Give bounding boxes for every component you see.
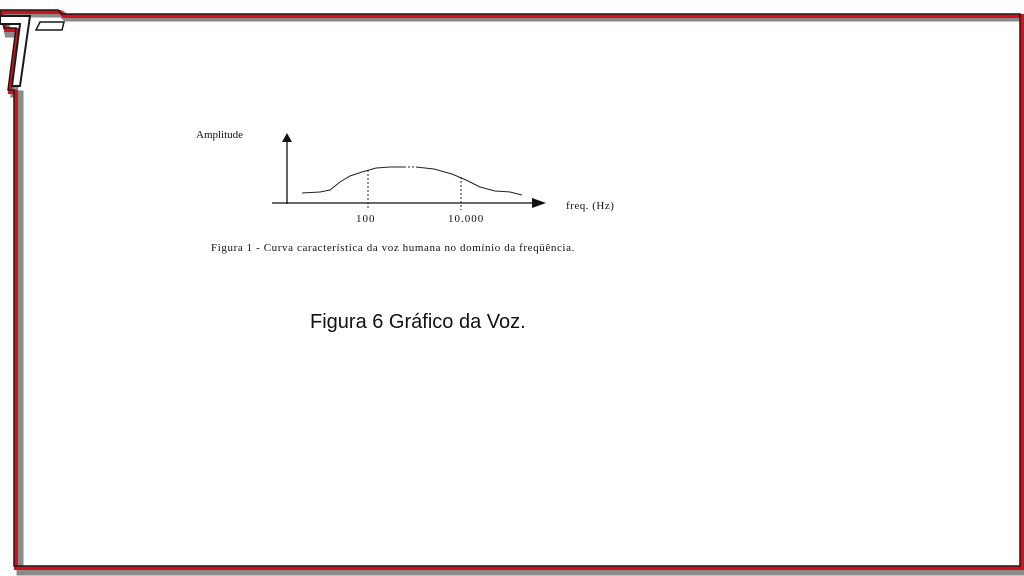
frequency-curve-diagram [272,133,546,210]
tick-label-10000: 10.000 [448,213,485,225]
voice-frequency-figure: Amplitude freq. (Hz) 100 10.000 Figura 1… [190,120,730,270]
tick-label-100: 100 [356,213,376,225]
x-axis-arrow [532,198,546,208]
slide-caption: Figura 6 Gráfico da Voz. [310,311,526,333]
voice-curve-right [415,166,523,196]
voice-curve [301,166,406,194]
y-axis-label: Amplitude [196,129,244,141]
y-axis-arrow [282,133,292,142]
x-axis-label: freq. (Hz) [566,200,615,212]
figure-caption: Figura 1 - Curva característica da voz h… [211,242,575,254]
